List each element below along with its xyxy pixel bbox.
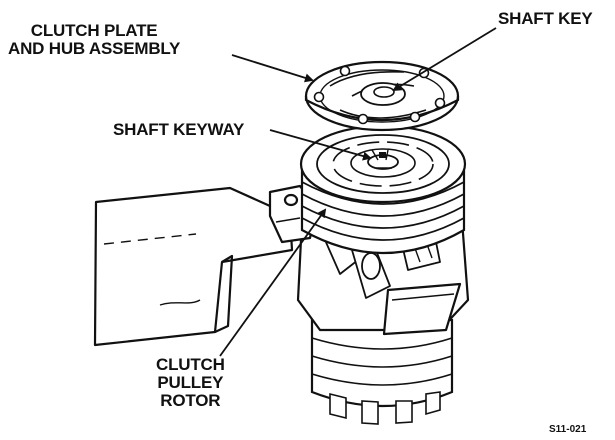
leader-pulley-rotor bbox=[219, 208, 327, 357]
leader-lines bbox=[219, 27, 497, 357]
leader-shaft-keyway bbox=[269, 129, 372, 161]
compressor-body bbox=[310, 318, 454, 425]
clutch-plate-hub bbox=[304, 60, 460, 132]
label-rotor-line3: ROTOR bbox=[160, 390, 221, 410]
label-clutch-pulley-rotor: CLUTCH PULLEY ROTOR bbox=[156, 356, 225, 410]
leader-shaft-key bbox=[392, 27, 497, 92]
label-shaft-key: SHAFT KEY bbox=[498, 9, 593, 28]
label-clutch-plate-line1: CLUTCH PLATE bbox=[30, 21, 158, 40]
label-clutch-plate-line2: AND HUB ASSEMBLY bbox=[8, 38, 181, 58]
side-plate bbox=[382, 282, 462, 336]
mounting-bracket bbox=[93, 186, 294, 347]
clutch-pulley-rotor bbox=[299, 124, 467, 255]
figure-code: S11-021 bbox=[549, 424, 587, 435]
label-rotor-line2: PULLEY bbox=[157, 372, 224, 392]
leader-clutch-plate bbox=[231, 54, 314, 83]
label-clutch-plate-hub: CLUTCH PLATE AND HUB ASSEMBLY bbox=[8, 22, 180, 58]
label-shaft-keyway: SHAFT KEYWAY bbox=[113, 120, 245, 139]
label-rotor-line1: CLUTCH bbox=[156, 355, 225, 374]
